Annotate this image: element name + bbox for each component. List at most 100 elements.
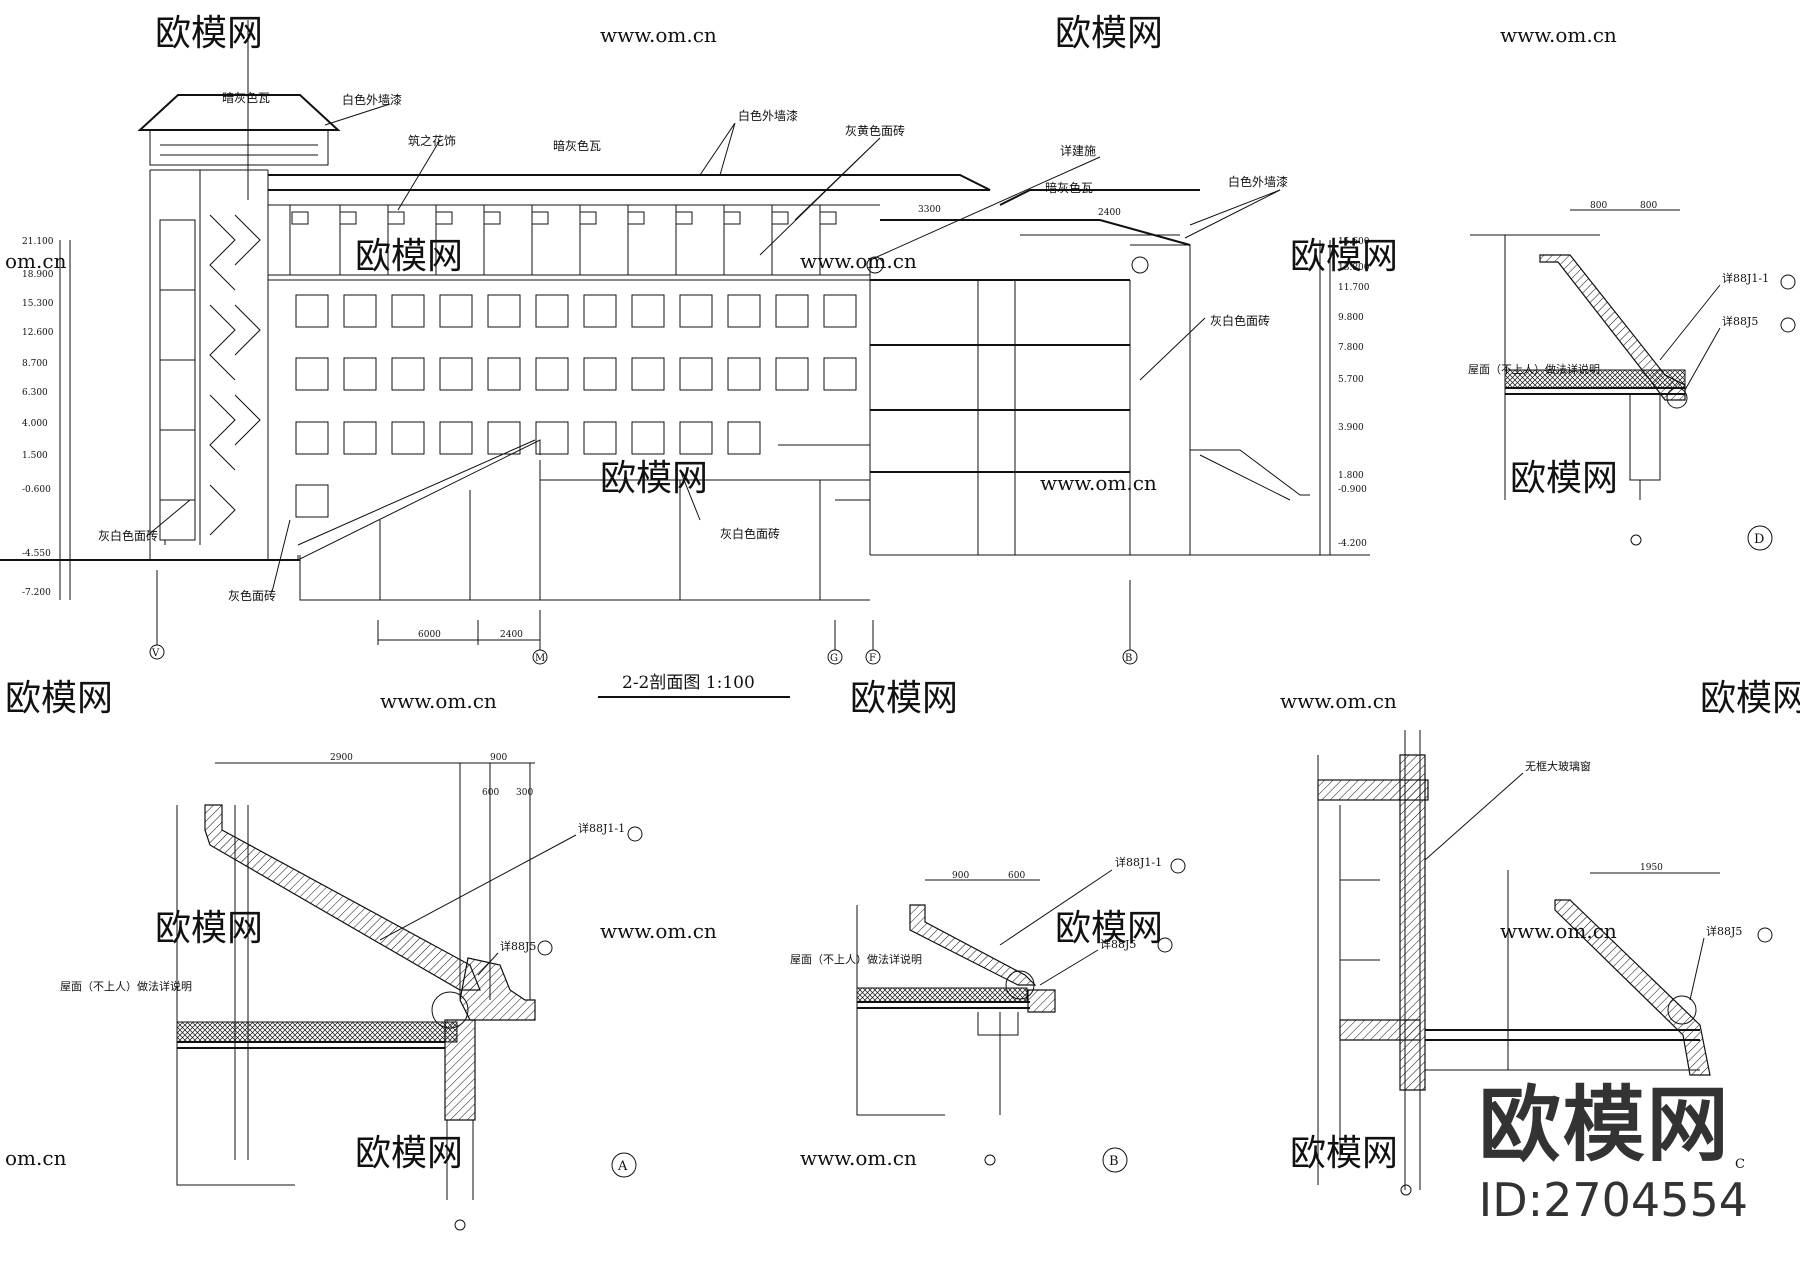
svg-text:3300: 3300	[918, 205, 941, 215]
svg-text:21.100: 21.100	[22, 237, 54, 247]
watermark-url: www.om.cn	[600, 919, 717, 943]
watermark-url: om.cn	[5, 249, 67, 273]
svg-text:12.600: 12.600	[22, 328, 54, 338]
watermark-url: www.om.cn	[800, 249, 917, 273]
svg-text:8.700: 8.700	[22, 359, 48, 369]
detail-a: 2900 900 600 300 屋面（不上人）做法详说明 详88J1-1 详8…	[60, 753, 643, 1231]
watermark-layer: 欧模网 www.om.cn 欧模网 www.om.cn om.cn 欧模网 ww…	[5, 13, 1800, 1174]
watermark-brand: 欧模网	[355, 1133, 463, 1174]
svg-text:600: 600	[482, 788, 499, 798]
detail-d: 800 800 屋面（不上人）做法详说明 详88J1-1 详88J5 D	[1468, 201, 1796, 551]
label-grey-white-brick: 灰白色面砖	[720, 526, 780, 541]
watermark-brand: 欧模网	[355, 236, 463, 277]
svg-text:7.800: 7.800	[1338, 343, 1364, 353]
detail-tag: D	[1754, 532, 1764, 547]
detail-tag: C	[1735, 1157, 1745, 1172]
svg-text:2400: 2400	[500, 630, 523, 640]
brand-block: 欧模网 ID:2704554	[1478, 1078, 1748, 1227]
svg-text:800: 800	[1640, 201, 1657, 211]
svg-text:900: 900	[952, 871, 969, 881]
label-grey-brick: 灰色面砖	[228, 588, 276, 603]
detail-ref: 详88J1-1	[578, 821, 625, 835]
section-labels: 暗灰色瓦 白色外墙漆 筑之花饰 白色外墙漆 暗灰色瓦 灰黄色面砖 详建施 暗灰色…	[98, 90, 1288, 603]
detail-ref: 详88J5	[1100, 937, 1136, 951]
svg-text:1.500: 1.500	[22, 451, 48, 461]
svg-text:5.700: 5.700	[1338, 375, 1364, 385]
svg-text:3.900: 3.900	[1338, 423, 1364, 433]
facade-windows	[295, 294, 857, 518]
label-white-paint: 白色外墙漆	[738, 108, 798, 123]
roof-note: 屋面（不上人）做法详说明	[60, 979, 192, 993]
svg-text:9.800: 9.800	[1338, 313, 1364, 323]
detail-c: 1950 无框大玻璃窗 详88J5 C	[1317, 730, 1773, 1196]
watermark-url: www.om.cn	[1040, 471, 1157, 495]
watermark-brand: 欧模网	[155, 13, 263, 54]
watermark-url: www.om.cn	[1280, 689, 1397, 713]
watermark-brand: 欧模网	[850, 678, 958, 719]
label-detail-ref: 详建施	[1060, 143, 1096, 158]
main-section: 21.100 18.900 15.300 12.600 8.700 6.300 …	[0, 20, 1370, 698]
model-id: ID:2704554	[1478, 1173, 1748, 1227]
svg-text:1.800: 1.800	[1338, 471, 1364, 481]
watermark-url: om.cn	[5, 1146, 67, 1170]
watermark-url: www.om.cn	[600, 23, 717, 47]
watermark-brand: 欧模网	[5, 678, 113, 719]
watermark-url: www.om.cn	[380, 689, 497, 713]
svg-text:-4.550: -4.550	[22, 549, 51, 559]
detail-tag: A	[617, 1159, 628, 1174]
section-title: 2-2剖面图 1:100	[622, 673, 755, 693]
svg-text:6000: 6000	[418, 630, 441, 640]
axis-label: B	[1125, 653, 1132, 664]
svg-text:800: 800	[1590, 201, 1607, 211]
svg-text:600: 600	[1008, 871, 1025, 881]
watermark-brand: 欧模网	[1055, 13, 1163, 54]
roof-note: 屋面（不上人）做法详说明	[790, 952, 922, 966]
watermark-brand: 欧模网	[1055, 908, 1163, 949]
detail-tag: B	[1109, 1154, 1119, 1169]
svg-text:900: 900	[490, 753, 507, 763]
svg-text:15.300: 15.300	[22, 299, 54, 309]
label-lattice: 筑之花饰	[408, 133, 456, 148]
svg-text:6.300: 6.300	[22, 388, 48, 398]
svg-text:300: 300	[516, 788, 533, 798]
axis-bubbles: V M G F B	[149, 570, 1138, 665]
stair-diamonds	[209, 214, 261, 536]
svg-text:-4.200: -4.200	[1338, 539, 1367, 549]
detail-b: 900 600 屋面（不上人）做法详说明 详88J1-1 详88J5 B	[790, 855, 1186, 1173]
watermark-brand: 欧模网	[1700, 678, 1800, 719]
svg-text:2400: 2400	[1098, 208, 1121, 218]
svg-text:-7.200: -7.200	[22, 588, 51, 598]
svg-text:2900: 2900	[330, 753, 353, 763]
axis-label: G	[830, 653, 838, 664]
label-yellow-brick: 灰黄色面砖	[845, 123, 905, 138]
svg-text:18.900: 18.900	[22, 270, 54, 280]
svg-text:-0.900: -0.900	[1338, 485, 1367, 495]
watermark-brand: 欧模网	[1290, 236, 1398, 277]
label-white-paint: 白色外墙漆	[1228, 174, 1288, 189]
label-dark-tile: 暗灰色瓦	[553, 138, 601, 153]
svg-text:-0.600: -0.600	[22, 485, 51, 495]
watermark-brand: 欧模网	[155, 908, 263, 949]
lattice-row	[291, 211, 837, 225]
axis-label: F	[869, 653, 876, 664]
watermark-brand: 欧模网	[600, 458, 708, 499]
label-dark-tile: 暗灰色瓦	[222, 90, 270, 105]
label-dark-tile: 暗灰色瓦	[1045, 180, 1093, 195]
label-white-paint: 白色外墙漆	[342, 92, 402, 107]
watermark-url: www.om.cn	[800, 1146, 917, 1170]
detail-ref: 详88J1-1	[1115, 855, 1162, 869]
svg-text:11.700: 11.700	[1338, 283, 1370, 293]
watermark-brand: 欧模网	[1290, 1133, 1398, 1174]
levels-left: 21.100 18.900 15.300 12.600 8.700 6.300 …	[22, 237, 71, 600]
brand-name: 欧模网	[1478, 1078, 1731, 1173]
axis-label: V	[151, 648, 160, 659]
svg-text:13.800: 13.800	[1338, 263, 1370, 273]
label-grey-white-brick: 灰白色面砖	[1210, 313, 1270, 328]
detail-ref: 详88J5	[500, 939, 536, 953]
svg-text:1950: 1950	[1640, 863, 1663, 873]
svg-text:4.000: 4.000	[22, 419, 48, 429]
roof-note: 屋面（不上人）做法详说明	[1468, 362, 1600, 376]
window-note: 无框大玻璃窗	[1525, 759, 1591, 773]
watermark-brand: 欧模网	[1510, 458, 1618, 499]
